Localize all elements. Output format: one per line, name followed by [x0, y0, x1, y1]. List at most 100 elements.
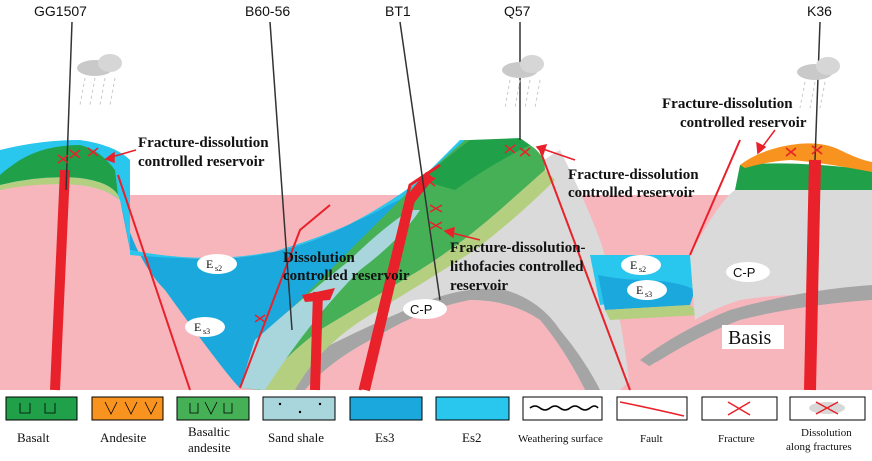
- conduit-central-left-cap: [302, 288, 335, 302]
- weathering-surface-icon: [529, 405, 599, 411]
- unit-es3-right-main: E: [636, 283, 643, 297]
- well-k36: [814, 21, 821, 161]
- conduit-central-left: [310, 291, 323, 391]
- callout-middle-line2: controlled reservoir: [568, 185, 695, 201]
- fracture-cluster-left: [57, 147, 99, 164]
- arrowhead-right-callout: [756, 141, 767, 155]
- conduit-left: [50, 169, 70, 391]
- legend-item-basaltic-andesite: Basaltic andesite: [176, 396, 250, 455]
- unit-labels: E s2 E s3 C-P E s2 E s3 C-P Basis: [185, 254, 784, 349]
- well-labels: GG1507 B60-56 BT1 Q57 K36: [34, 3, 832, 19]
- fracture-icon: [727, 401, 751, 416]
- fracture-cluster-right: [785, 145, 823, 157]
- fault-middle-right: [539, 149, 631, 391]
- legend-item-dissolution-fractures: Dissolution along fractures: [786, 396, 866, 453]
- basalt-cap-right: [735, 163, 872, 190]
- legend-swatch-es2: [435, 396, 510, 421]
- legend-label-fault: Fault: [640, 433, 663, 445]
- legend-item-andesite: Andesite: [91, 396, 164, 445]
- unit-es3-left: E s3: [185, 317, 225, 337]
- unit-es3-left-sub: s3: [203, 327, 210, 336]
- cp-layer-right: [690, 190, 872, 320]
- fault-central-left: [239, 204, 331, 389]
- tuff-band: [260, 170, 555, 390]
- unit-basis: Basis: [722, 325, 784, 349]
- legend-swatch-es3: [349, 396, 423, 421]
- well-bt1: [399, 21, 441, 301]
- unit-es3-left-main: E: [194, 320, 201, 334]
- unit-es2-left-sub: s2: [215, 264, 222, 273]
- legend-label-dissolution: Dissolution: [801, 427, 852, 439]
- legend-item-fracture: Fracture: [701, 396, 778, 445]
- arrowhead-middle-callout: [535, 143, 548, 156]
- legend-item-es2: Es2: [435, 396, 510, 445]
- well-label-b60-56: B60-56: [245, 3, 290, 19]
- arrowhead-left-callout: [104, 151, 115, 164]
- arrowhead-lithofacies-callout: [443, 226, 455, 239]
- callout-right-line1: Fracture-dissolution: [662, 96, 793, 112]
- legend: Basalt Andesite Basaltic andesite Sand s…: [5, 396, 866, 455]
- callout-arrows: [104, 129, 776, 241]
- arrow-middle-callout: [539, 147, 576, 161]
- left-basement-block: [0, 183, 190, 390]
- legend-label-weathering-surface: Weathering surface: [518, 433, 603, 445]
- callout-dissolution-line2: controlled reservoir: [283, 268, 410, 284]
- legend-swatch-basalt: [5, 396, 78, 421]
- callout-left-line1: Fracture-dissolution: [138, 135, 269, 151]
- dissolution-fracture-icon: [815, 401, 839, 415]
- legend-swatch-weathering-surface: [522, 396, 603, 421]
- well-label-gg1507: GG1507: [34, 3, 87, 19]
- fault-right: [689, 139, 741, 256]
- well-label-k36: K36: [807, 3, 832, 19]
- legend-label-es2: Es2: [462, 430, 482, 445]
- conduit-right: [804, 159, 821, 391]
- callout-lithofacies-line2: lithofacies controlled: [450, 259, 584, 275]
- callout-right-line2: controlled reservoir: [680, 115, 807, 131]
- callout-dissolution-line1: Dissolution: [283, 250, 355, 266]
- unit-es2-right-main: E: [630, 258, 637, 272]
- legend-swatch-sand-shale: [262, 396, 336, 421]
- unit-cp-middle-label: C-P: [410, 302, 432, 317]
- callout-lithofacies-line3: reservoir: [450, 278, 508, 294]
- unit-es2-left-main: E: [206, 257, 213, 271]
- legend-item-fault: Fault: [616, 396, 688, 445]
- legend-item-basalt: Basalt: [5, 396, 78, 445]
- fault-icon: [619, 401, 685, 417]
- cloud-icon: [502, 55, 544, 109]
- callout-middle-line1: Fracture-dissolution: [568, 167, 699, 183]
- unit-cp-right: C-P: [726, 262, 770, 282]
- weather: [77, 54, 840, 109]
- unit-es2-right-sub: s2: [639, 265, 646, 274]
- basalt-crest-middle: [420, 138, 530, 190]
- es3-layer-central: [120, 180, 420, 388]
- fault-left: [117, 174, 191, 391]
- fracture-markers: [57, 144, 823, 323]
- andesite-crust-right: [740, 143, 872, 172]
- legend-label-along-fractures: along fractures: [786, 441, 852, 453]
- unit-cp-right-label: C-P: [733, 265, 755, 280]
- legend-item-es3: Es3: [349, 396, 423, 445]
- legend-item-weathering-surface: Weathering surface: [518, 396, 603, 445]
- tuff-right-lens: [605, 305, 700, 320]
- well-label-bt1: BT1: [385, 3, 411, 19]
- well-label-q57: Q57: [504, 3, 531, 19]
- legend-swatch-basaltic-andesite: [176, 396, 250, 421]
- well-b60-56: [269, 21, 293, 331]
- legend-label-fracture: Fracture: [718, 433, 755, 445]
- callout-lithofacies-line1: Fracture-dissolution-: [450, 240, 586, 256]
- fracture-cluster-central-left: [254, 314, 266, 323]
- legend-item-sand-shale: Sand shale: [262, 396, 336, 445]
- unit-es3-right: E s3: [627, 280, 667, 300]
- cloud-icon: [797, 57, 840, 109]
- legend-label-basaltic: Basaltic: [188, 424, 230, 439]
- legend-label-es3: Es3: [375, 430, 395, 445]
- tuff-left: [0, 177, 120, 200]
- unit-es2-right: E s2: [621, 255, 661, 275]
- unit-basis-label: Basis: [728, 327, 772, 349]
- legend-label-andesite-2: andesite: [188, 440, 231, 455]
- unit-es2-left: E s2: [197, 254, 237, 274]
- fracture-cluster-middle: [424, 144, 531, 230]
- unit-cp-middle: C-P: [403, 299, 447, 319]
- unit-es3-right-sub: s3: [645, 290, 652, 299]
